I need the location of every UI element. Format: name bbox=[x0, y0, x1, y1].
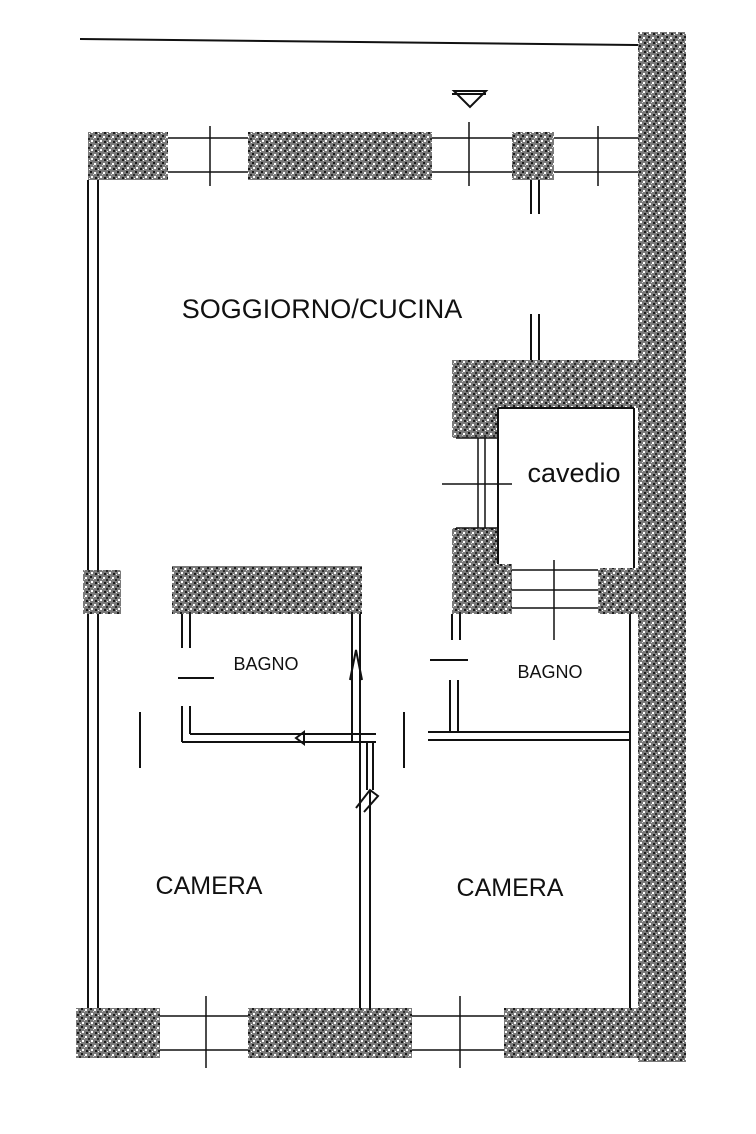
partitions bbox=[87, 180, 635, 1008]
walls bbox=[76, 32, 686, 1062]
windows bbox=[160, 126, 638, 1068]
room-label-bathroom-right: BAGNO bbox=[517, 662, 582, 682]
room-label-bedroom-left: CAMERA bbox=[156, 872, 263, 900]
room-label-bathroom-left: BAGNO bbox=[233, 654, 298, 674]
room-label-lightwell: cavedio bbox=[527, 458, 620, 488]
doors bbox=[139, 649, 468, 813]
room-label-bedroom-right: CAMERA bbox=[457, 874, 564, 902]
room-label-living-kitchen: SOGGIORNO/CUCINA bbox=[182, 294, 463, 324]
entrance-marker-icon bbox=[451, 90, 489, 109]
